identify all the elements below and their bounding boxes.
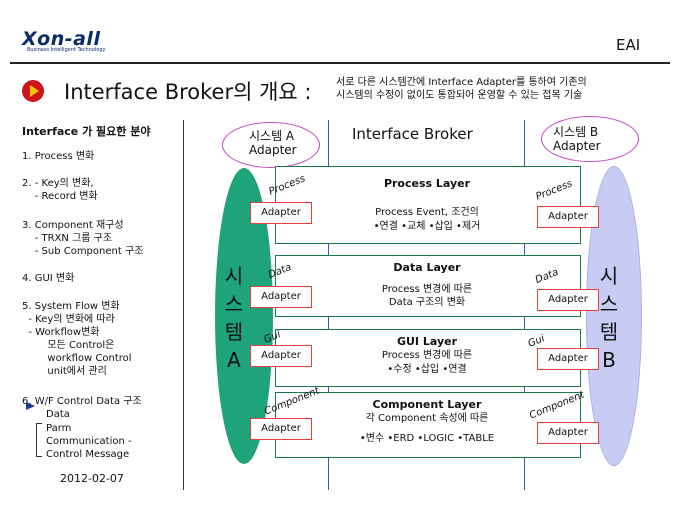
play-bullet-icon — [22, 80, 44, 102]
system-a-component-adapter: Adapter — [250, 418, 312, 440]
header-divider — [10, 62, 670, 64]
gui-layer-box — [275, 329, 581, 387]
layer-title: Data Layer — [393, 261, 461, 274]
arrow-icon — [26, 402, 35, 410]
description-line-1: 서로 다른 시스템간에 Interface Adapter를 통하여 기존의 — [336, 77, 587, 88]
system-a-label: 시 스 템 A — [224, 264, 244, 372]
layer-line-2: •연결 •교체 •삽입 •제거 — [373, 221, 481, 232]
system-b-data-adapter: Adapter — [537, 289, 599, 311]
list-item: 4. GUI 변화 — [22, 273, 75, 284]
layer-line-2: •변수 •ERD •LOGIC •TABLE — [359, 433, 495, 444]
process-layer-box — [275, 166, 581, 244]
system-b-ellipse — [586, 166, 642, 466]
layer-line-2: Data 구조의 변화 — [388, 297, 466, 308]
list-item: 6. W/F Control Data 구조 — [22, 396, 142, 407]
section-label: EAI — [616, 36, 641, 54]
component-layer-box — [275, 392, 581, 458]
date: 2012-02-07 — [60, 472, 124, 485]
list-item: Communication - Control Message — [46, 436, 132, 460]
system-a-bubble — [222, 122, 320, 168]
list-item: Parm — [46, 423, 72, 434]
list-item: Data — [46, 409, 70, 420]
system-b-label: 시 스 템 B — [599, 264, 619, 372]
page-description: 서로 다른 시스템간에 Interface Adapter를 통하여 기존의 시… — [336, 76, 666, 102]
company-logo: Xon-all — [22, 28, 101, 50]
panel-divider — [183, 120, 184, 490]
system-b-component-adapter: Adapter — [537, 422, 599, 444]
broker-title: Interface Broker — [352, 125, 473, 143]
layer-line-1: Process Event, 조건의 — [375, 207, 479, 218]
layer-line-1: Process 변경에 따른 — [381, 350, 473, 361]
system-a-data-adapter: Adapter — [250, 286, 312, 308]
layer-title: GUI Layer — [396, 335, 458, 348]
system-a-gui-adapter: Adapter — [250, 345, 312, 367]
list-item: 1. Process 변화 — [22, 151, 95, 162]
system-a-bubble-label: 시스템 A Adapter — [249, 129, 297, 157]
layer-title: Component Layer — [372, 398, 482, 411]
page-title: Interface Broker의 개요 : — [64, 80, 312, 104]
system-b-gui-adapter: Adapter — [537, 348, 599, 370]
system-b-bubble-label: 시스템 B Adapter — [553, 125, 601, 153]
system-a-process-adapter: Adapter — [250, 202, 312, 224]
bracket-icon — [36, 423, 42, 457]
list-item: 2. - Key의 변화, - Record 변화 — [22, 178, 98, 202]
logo-tagline: Business Intelligent Technology — [27, 47, 106, 53]
layer-title: Process Layer — [383, 177, 471, 190]
system-b-process-adapter: Adapter — [537, 206, 599, 228]
layer-line-2: •수정 •삽입 •연결 — [387, 364, 467, 375]
list-item: 5. System Flow 변화 - Key의 변화에 따라 - Workfl… — [22, 301, 132, 377]
description-line-2: 시스템의 수정이 없이도 통합되어 운영할 수 있는 접목 기술 — [336, 90, 583, 101]
layer-line-1: 각 Component 속성에 따른 — [365, 413, 489, 424]
layer-line-1: Process 변경에 따른 — [381, 284, 473, 295]
data-layer-box — [275, 255, 581, 317]
left-panel-title: Interface 가 필요한 분야 — [22, 125, 151, 138]
list-item: 3. Component 재구성 - TRXN 그룹 구조 - Sub Comp… — [22, 220, 144, 257]
system-b-bubble — [541, 116, 639, 162]
